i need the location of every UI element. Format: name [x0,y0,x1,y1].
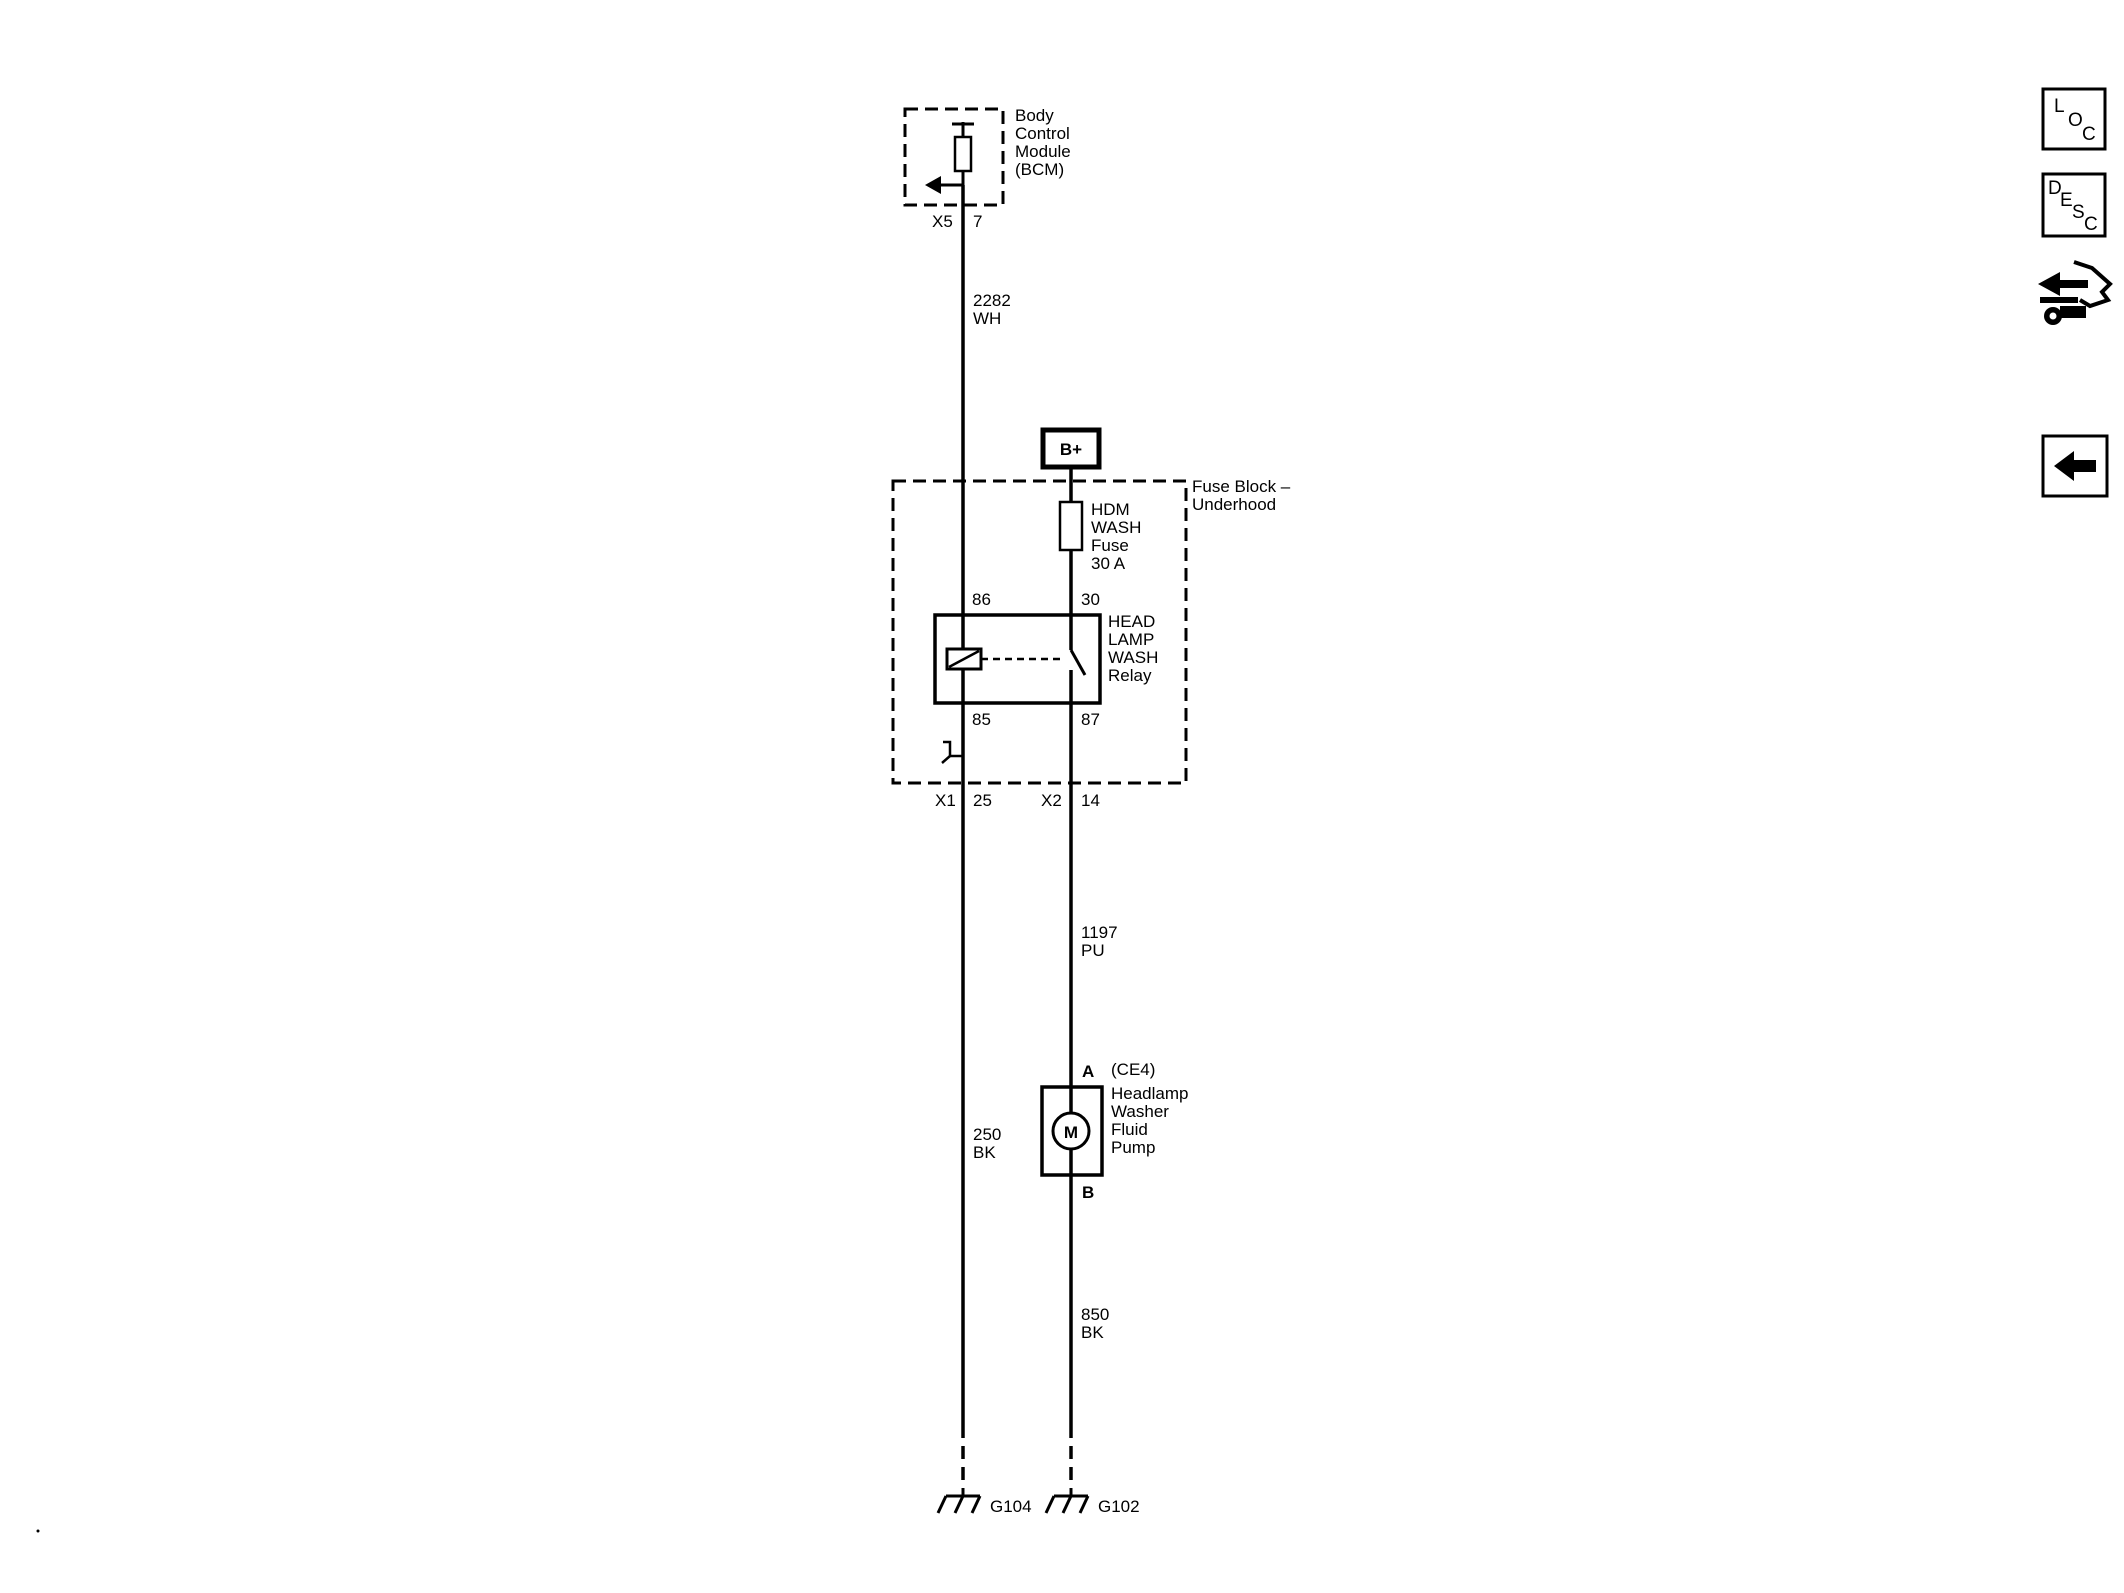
motor-icon [1051,1111,1091,1151]
pump-pin-b: B [1082,1183,1094,1202]
bcm-module: Body Control Module (BCM) X5 7 [903,106,1076,231]
wire-2282-label: 2282 WH [973,291,1016,328]
relay-pin-87: 87 [1081,710,1100,729]
wire-1197-label: 1197 PU [1081,923,1122,960]
fuse-name: HDM WASH Fuse 30 A [1091,500,1146,573]
fuse-block-connector-x2: X2 [1041,791,1062,810]
relay-pin-85: 85 [972,710,991,729]
svg-text:O: O [2068,110,2083,131]
splice-symbol [943,740,963,758]
pump-pin-a: A [1082,1062,1094,1081]
fuse-block-connector-x1: X1 [935,791,956,810]
ground-g102: G102 [1044,1488,1140,1516]
relay-pin-86: 86 [972,590,991,609]
bcm-pin-label: 7 [973,212,982,231]
svg-text:E: E [2060,190,2073,211]
hdm-wash-fuse [1058,500,1084,552]
desc-button[interactable]: D E S C [2041,172,2107,238]
svg-text:L: L [2054,96,2065,117]
bcm-pullup-resistor [953,135,973,173]
scan-speck [36,1529,40,1533]
bcm-name: Body Control Module (BCM) [1015,106,1076,179]
loc-button[interactable]: L O C [2041,87,2107,151]
svg-text:C: C [2082,124,2096,145]
fuse-block-pin-14: 14 [1081,791,1100,810]
bcm-connector-label: X5 [932,212,953,231]
connector-end-view-icon[interactable] [2038,260,2113,325]
ground-g104: G104 [936,1488,1032,1516]
pump-name: Headlamp Washer Fluid Pump [1111,1084,1193,1157]
back-arrow-icon [2054,451,2096,481]
pump-option-code: (CE4) [1111,1060,1155,1079]
motor-symbol: M [1064,1123,1078,1142]
ground-g104-label: G104 [990,1497,1032,1516]
fuse-block-underhood: Fuse Block – Underhood HDM WASH Fuse 30 … [891,477,1295,810]
relay-name: HEAD LAMP WASH Relay [1108,612,1163,685]
svg-text:B+: B+ [1060,440,1082,459]
ground-g102-label: G102 [1098,1497,1140,1516]
wire-850-label: 850 BK [1081,1305,1114,1342]
back-button[interactable] [2041,434,2109,498]
relay-switch-contact [1069,649,1087,676]
svg-text:D: D [2048,178,2062,199]
bcm-input-arrow-icon [925,176,941,194]
svg-text:C: C [2084,214,2098,235]
fuse-block-name: Fuse Block – Underhood [1192,477,1295,514]
battery-positive: B+ [1040,427,1102,470]
wire-250-label: 250 BK [973,1125,1006,1162]
svg-text:S: S [2072,202,2085,223]
relay-pin-30: 30 [1081,590,1100,609]
fuse-block-pin-25: 25 [973,791,992,810]
head-lamp-wash-relay: HEAD LAMP WASH Relay 86 30 85 87 [933,590,1163,729]
headlamp-washer-fluid-pump: M A B (CE4) Headlamp Washer Fluid Pump [1040,1060,1193,1202]
